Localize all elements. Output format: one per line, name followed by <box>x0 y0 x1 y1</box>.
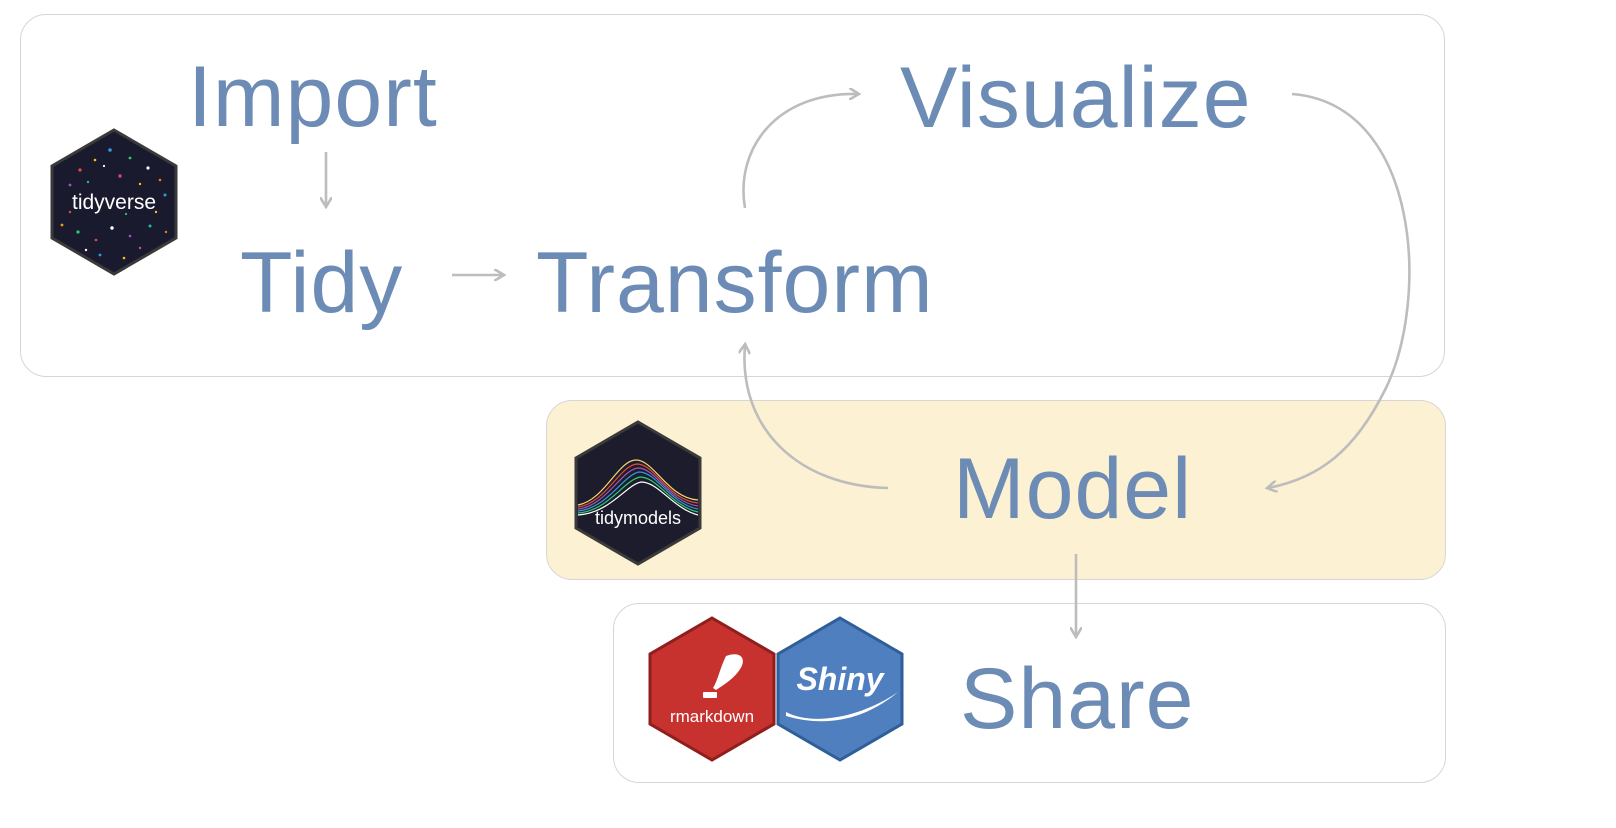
step-share: Share <box>960 651 1195 747</box>
shiny-hex-logo: Shiny <box>776 616 904 762</box>
step-tidy: Tidy <box>240 235 404 331</box>
tidymodels-hex-logo: tidymodels <box>574 420 702 566</box>
arrow-transform-to-visualize <box>742 94 858 209</box>
arrow-model-to-transform <box>744 345 889 490</box>
tidyverse-hex-logo: tidyverse <box>50 128 178 276</box>
step-import: Import <box>188 49 438 145</box>
swoosh-icon <box>786 692 898 722</box>
tidyverse-panel <box>20 14 1445 377</box>
shiny-label: Shiny <box>796 661 885 697</box>
tidyverse-label: tidyverse <box>72 191 156 214</box>
step-transform: Transform <box>536 235 934 331</box>
step-visualize: Visualize <box>900 50 1252 146</box>
rmarkdown-label: rmarkdown <box>670 707 754 726</box>
quill-icon <box>703 654 743 698</box>
rmarkdown-hex-logo: rmarkdown <box>648 616 776 762</box>
step-model: Model <box>953 441 1193 537</box>
tidymodels-label: tidymodels <box>595 508 681 528</box>
arrow-visualize-to-model <box>1268 92 1411 488</box>
